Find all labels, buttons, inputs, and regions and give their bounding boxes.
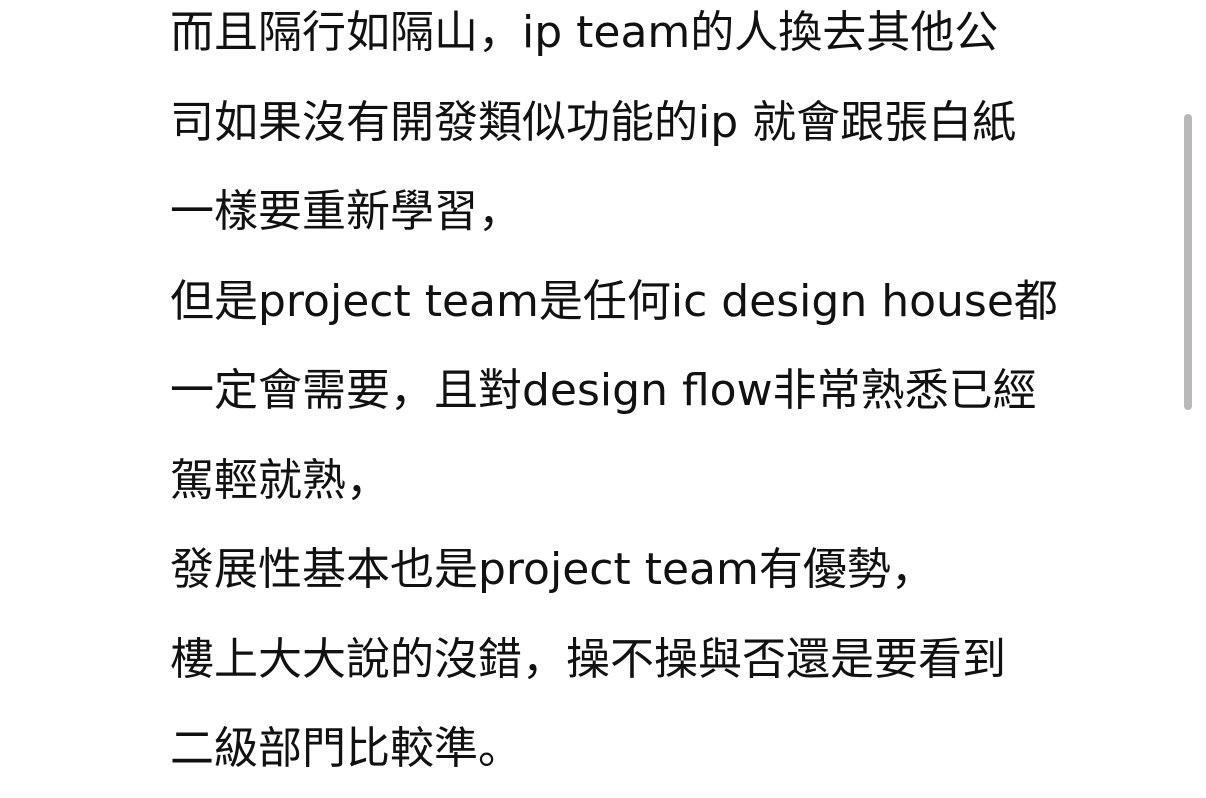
post-body: 而且隔行如隔山，ip team的人換去其他公 司如果沒有開發類似功能的ip 就會… <box>170 0 1170 794</box>
post-text-line: 樓上大大說的沒錯，操不操與否還是要看到 <box>170 633 1006 685</box>
post-text-line: 駕輕就熟， <box>170 454 390 506</box>
post-text-line: 但是project team是任何ic design house都 <box>170 275 1058 327</box>
post-text-line: 二級部門比較準。 <box>170 723 522 774</box>
post-text-line: 一樣要重新學習， <box>170 186 522 237</box>
post-text-line: 司如果沒有開發類似功能的ip 就會跟張白紙 <box>170 96 1017 148</box>
scrollbar-thumb[interactable] <box>1184 114 1192 410</box>
post-text-line: 一定會需要，且對design flow非常熟悉已經 <box>170 365 1037 416</box>
post-text-line: 而且隔行如隔山，ip team的人換去其他公 <box>170 7 999 58</box>
post-text-line: 發展性基本也是project team有優勢， <box>170 544 935 595</box>
